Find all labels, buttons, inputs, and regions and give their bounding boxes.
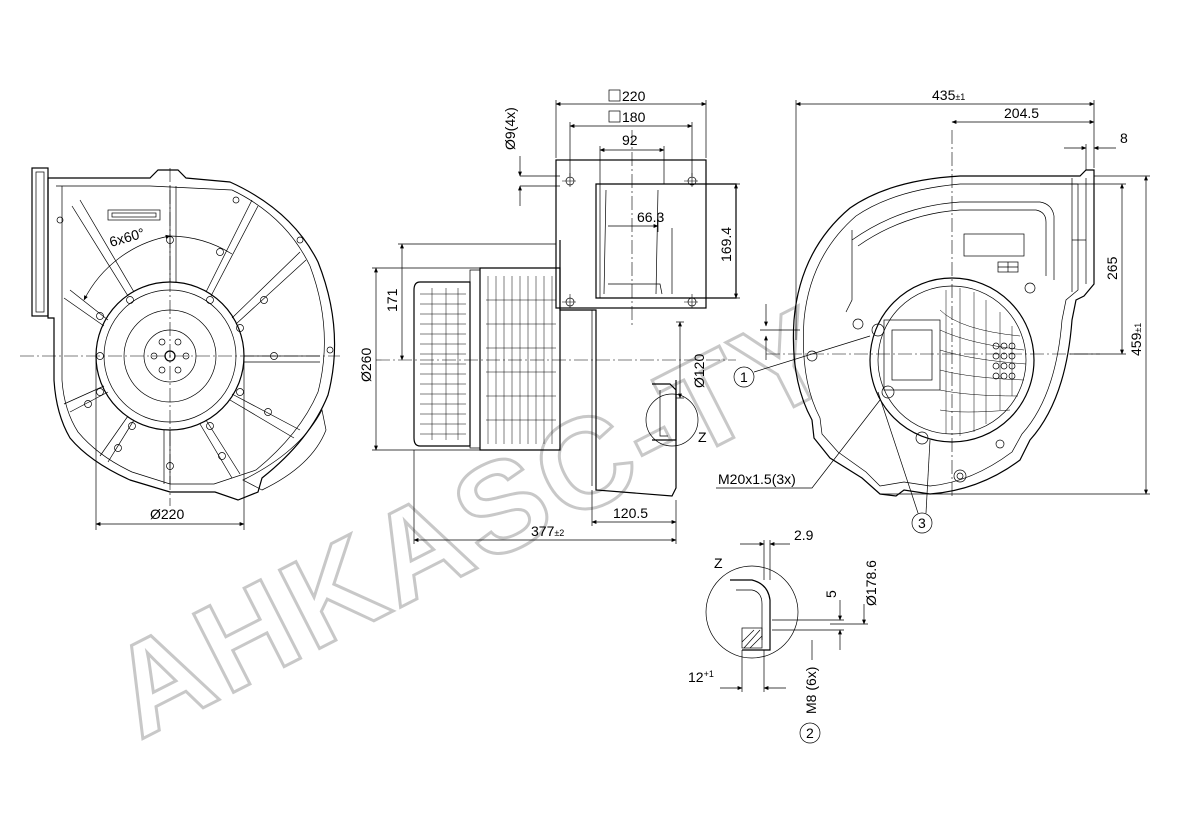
width-435: 435±1 xyxy=(932,87,965,103)
dim-2-9: 2.9 xyxy=(794,527,814,543)
dia-260: Ø260 xyxy=(358,348,374,382)
dim-66-3: 66.3 xyxy=(637,209,664,225)
flange-inner-180: 180 xyxy=(622,109,646,125)
hole-diameter-4x: Ø9(4x) xyxy=(502,107,518,150)
watermark: AHKASC-TY xyxy=(88,279,857,765)
dim-12: 12+1 xyxy=(688,669,714,685)
dim-8: 8 xyxy=(1120,130,1128,146)
side-view: Z 220 180 92 66.3 169.4 Ø9(4x) 171 xyxy=(358,88,740,544)
dim-120-5: 120.5 xyxy=(613,505,648,521)
dim-204-5: 204.5 xyxy=(1004,105,1039,121)
callout-2: 2 xyxy=(806,725,814,741)
length-377: 377±2 xyxy=(531,523,564,539)
detail-z: Z 2.9 5 Ø178.6 12+1 M8 (6x) 2 xyxy=(688,527,879,744)
dim-169-4: 169.4 xyxy=(718,227,734,262)
callout-1: 1 xyxy=(740,369,748,385)
dia-178-6: Ø178.6 xyxy=(863,560,879,606)
front-diameter-220: Ø220 xyxy=(150,506,184,522)
detail-title-z: Z xyxy=(714,555,723,571)
callout-3: 3 xyxy=(918,515,926,531)
thread-m20: M20x1.5(3x) xyxy=(718,471,796,487)
flange-outer-220: 220 xyxy=(622,88,646,104)
thread-m8: M8 (6x) xyxy=(803,667,819,714)
height-459: 459±1 xyxy=(1128,323,1144,356)
front-view: 6x60° Ø220 xyxy=(20,167,340,530)
front-blade-spacing: 6x60° xyxy=(107,225,146,250)
dim-92: 92 xyxy=(622,132,638,148)
rear-view: 435±1 204.5 8 265 459±1 1 M20x1.5(3x) 3 xyxy=(716,87,1150,534)
dim-5: 5 xyxy=(823,590,839,598)
dim-265: 265 xyxy=(1104,256,1120,280)
dia-120: Ø120 xyxy=(691,354,707,388)
side-detail-ref-z: Z xyxy=(698,429,707,445)
dim-171: 171 xyxy=(384,288,400,312)
